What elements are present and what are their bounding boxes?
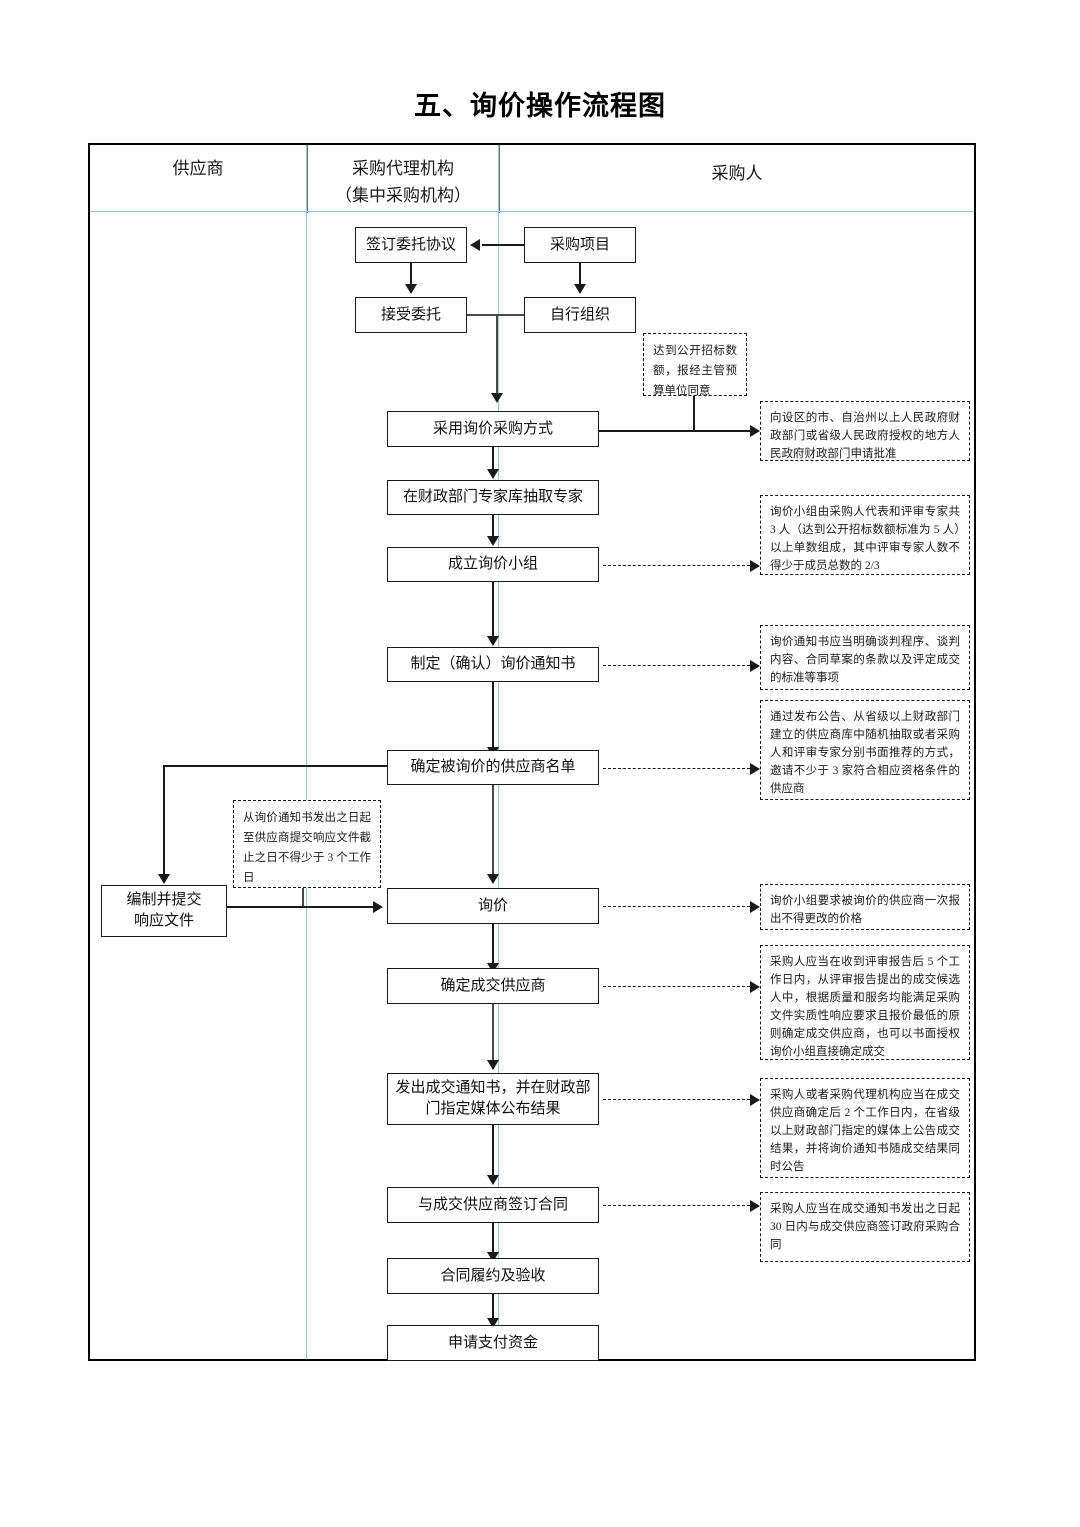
lane-header-agency-line1: 采购代理机构 <box>352 159 454 178</box>
arrowhead-group-note <box>750 560 760 572</box>
connector-issue-to-contract <box>492 1125 494 1180</box>
connector-contract-to-perform <box>492 1223 494 1255</box>
node-contract-perform[interactable]: 合同履约及验收 <box>387 1258 599 1294</box>
dashed-connector-contract-note <box>603 1205 750 1206</box>
connector-notice-to-list <box>492 682 494 748</box>
node-apply-payment[interactable]: 申请支付资金 <box>387 1325 599 1361</box>
node-issue-notice-line2: 门指定媒体公布结果 <box>425 1101 561 1117</box>
node-self-organize[interactable]: 自行组织 <box>524 297 636 333</box>
connector-group-to-notice <box>492 582 494 637</box>
arrowhead-winner-to-issue <box>487 1060 499 1070</box>
dashed-connector-issue-note <box>603 1099 750 1100</box>
note-invite-suppliers: 通过发布公告、从省级以上财政部门建立的供应商库中随机抽取或者采购人和评审专家分别… <box>760 700 970 800</box>
arrowhead-list-to-inquiry <box>487 874 499 884</box>
dashed-connector-winner-note <box>603 986 750 987</box>
connector-perform-to-payment <box>492 1294 494 1321</box>
connector-sign-to-accept <box>410 263 412 285</box>
arrowhead-adopt-to-experts <box>487 469 499 479</box>
arrowhead-issue-note <box>750 1094 760 1106</box>
connector-prepare-to-inquiry <box>227 906 375 908</box>
arrowhead-prepare-to-inquiry <box>373 901 383 913</box>
node-draw-experts[interactable]: 在财政部门专家库抽取专家 <box>387 480 599 515</box>
connector-list-to-inquiry <box>492 785 494 875</box>
connector-adopt-to-approval <box>599 430 757 432</box>
node-prepare-response-line1: 编制并提交 <box>126 892 202 908</box>
connector-project-to-self <box>579 263 581 285</box>
lane-separator-1 <box>306 145 307 1359</box>
dashed-connector-list-note <box>603 768 750 769</box>
connector-inquiry-to-winner <box>492 924 494 969</box>
node-determine-winner[interactable]: 确定成交供应商 <box>387 968 599 1004</box>
arrowhead-experts-to-group <box>487 536 499 546</box>
connector-merge-horizontal <box>467 314 524 316</box>
lane-header-agency: 采购代理机构 （集中采购机构） <box>307 155 499 209</box>
note-group-composition: 询价小组由采购人代表和评审专家共 3 人（达到公开招标数额标准为 5 人）以上单… <box>760 495 970 575</box>
arrowhead-list-note <box>750 763 760 775</box>
node-prepare-response[interactable]: 编制并提交 响应文件 <box>101 885 227 937</box>
node-make-notice[interactable]: 制定（确认）询价通知书 <box>387 647 599 682</box>
arrowhead-adopt-to-approval <box>750 425 760 437</box>
arrowhead-inquiry-note <box>750 901 760 913</box>
lane-header-purchaser: 采购人 <box>711 164 763 183</box>
connector-list-to-prepare-h <box>163 765 387 767</box>
note-open-tender-amount: 达到公开招标数额，报经主管预算单位同意 <box>643 333 747 397</box>
arrowhead-project-to-self <box>574 284 586 294</box>
dashed-connector-notice-note <box>603 665 750 666</box>
connector-adopt-to-experts <box>492 447 494 470</box>
dashed-connector-group-note <box>603 565 750 566</box>
node-inquiry[interactable]: 询价 <box>387 888 599 924</box>
arrowhead-contract-note <box>750 1200 760 1212</box>
arrowhead-perform-to-payment <box>487 1318 499 1328</box>
node-form-group[interactable]: 成立询价小组 <box>387 547 599 582</box>
arrowhead-contract-to-perform <box>487 1252 499 1262</box>
node-determine-supplier-list[interactable]: 确定被询价的供应商名单 <box>387 750 599 785</box>
arrowhead-issue-to-contract <box>487 1175 499 1185</box>
connector-note-amount-down <box>693 396 695 430</box>
node-adopt-inquiry[interactable]: 采用询价采购方式 <box>387 411 599 447</box>
note-response-deadline: 从询价通知书发出之日起至供应商提交响应文件截止之日不得少于 3 个工作日 <box>233 800 381 888</box>
note-notice-content: 询价通知书应当明确谈判程序、谈判内容、合同草案的条款以及评定成交的标准等事项 <box>760 625 970 690</box>
lane-header-supplier: 供应商 <box>172 159 224 178</box>
arrowhead-list-to-prepare <box>158 874 170 884</box>
note-one-time-quote: 询价小组要求被询价的供应商一次报出不得更改的价格 <box>760 884 970 930</box>
lane-header-separator-1 <box>307 145 308 213</box>
lane-header-rule <box>90 211 974 212</box>
node-sign-entrust[interactable]: 签订委托协议 <box>355 227 467 263</box>
connector-project-to-sign <box>482 244 524 246</box>
note-sign-contract-rule: 采购人应当在成交通知书发出之日起 30 日内与成交供应商签订政府采购合同 <box>760 1192 970 1262</box>
node-prepare-response-line2: 响应文件 <box>133 913 194 929</box>
node-sign-contract[interactable]: 与成交供应商签订合同 <box>387 1187 599 1223</box>
arrowhead-winner-note <box>750 981 760 993</box>
page-title: 五、询价操作流程图 <box>414 91 666 121</box>
connector-winner-to-issue <box>492 1004 494 1069</box>
connector-list-to-prepare-v <box>163 765 165 875</box>
node-issue-notice-line1: 发出成交通知书，并在财政部 <box>395 1080 591 1096</box>
lane-header-agency-line2: （集中采购机构） <box>335 186 471 205</box>
note-announce-result: 采购人或者采购代理机构应当在成交供应商确定后 2 个工作日内，在省级以上财政部门… <box>760 1078 970 1178</box>
arrowhead-merge-to-adopt <box>491 393 503 403</box>
node-procurement-project[interactable]: 采购项目 <box>524 227 636 263</box>
arrowhead-project-to-sign <box>470 239 480 251</box>
lane-header-separator-2 <box>499 145 500 213</box>
note-apply-approval: 向设区的市、自治州以上人民政府财政部门或省级人民政府授权的地方人民政府财政部门申… <box>760 401 970 461</box>
connector-experts-to-group <box>492 515 494 537</box>
arrowhead-sign-to-accept <box>405 284 417 294</box>
arrowhead-group-to-notice <box>487 636 499 646</box>
connector-deadline-note-down <box>302 888 304 908</box>
node-accept-entrust[interactable]: 接受委托 <box>355 297 467 333</box>
connector-merge-vertical <box>496 314 498 394</box>
node-issue-notice[interactable]: 发出成交通知书，并在财政部 门指定媒体公布结果 <box>387 1073 599 1125</box>
arrowhead-notice-note <box>750 660 760 672</box>
note-determine-winner-rule: 采购人应当在收到评审报告后 5 个工作日内，从评审报告提出的成交候选人中，根据质… <box>760 945 970 1060</box>
dashed-connector-inquiry-note <box>603 906 750 907</box>
